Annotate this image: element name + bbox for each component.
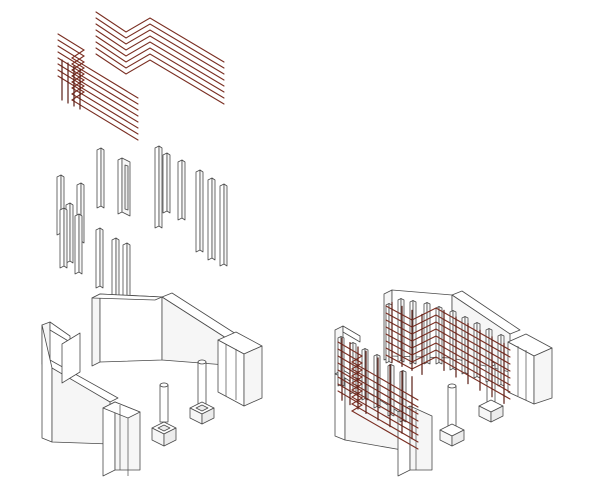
rebar-line — [95, 35, 225, 87]
rebar-line — [57, 57, 139, 123]
formwork-panel-side — [402, 370, 407, 423]
rebar-line — [385, 326, 511, 372]
rebar-line — [385, 354, 511, 400]
column-footing — [478, 361, 504, 423]
rebar-line — [57, 45, 139, 111]
formwork-panel — [385, 303, 390, 364]
formwork-panel — [177, 159, 186, 221]
formwork-panel — [373, 354, 378, 409]
formwork-panel — [162, 152, 171, 214]
rebar-line — [385, 312, 511, 358]
rebar-line — [95, 53, 225, 105]
rebar-line — [57, 63, 139, 129]
rebar-line — [385, 347, 511, 393]
rebar-line — [57, 69, 139, 135]
formwork-panel-side — [438, 306, 443, 365]
formwork-panel — [397, 298, 402, 363]
rebar-line — [57, 51, 139, 117]
formwork-panel-side — [390, 364, 395, 417]
formwork-panel — [449, 310, 454, 371]
concrete-structure-assembled — [334, 289, 553, 477]
rebar-line — [95, 41, 225, 93]
formwork-panel — [122, 242, 131, 304]
formwork-panel — [96, 147, 105, 209]
rebar-line — [95, 47, 225, 99]
formwork-panel — [111, 237, 120, 299]
formwork-panel — [59, 207, 68, 269]
formwork-panel — [207, 177, 216, 261]
formwork-panel — [74, 213, 83, 275]
formwork-panel — [154, 145, 163, 229]
column-footing — [151, 382, 177, 447]
formwork-panels-exploded — [56, 145, 228, 304]
rebar-line — [95, 23, 225, 75]
rebar-line — [57, 39, 139, 105]
formwork-panel — [195, 169, 204, 253]
rebar-line — [385, 319, 511, 365]
formwork-panel — [95, 227, 104, 289]
rebar-line — [57, 75, 139, 141]
rebar-line — [95, 17, 225, 69]
rebar-line — [95, 29, 225, 81]
rebar-line — [57, 33, 139, 99]
rebar-line — [95, 11, 225, 63]
rebar-line — [385, 305, 511, 351]
channel-section — [117, 157, 131, 217]
concrete-structure-left — [41, 292, 263, 477]
rebar-layer-assembled — [337, 301, 511, 450]
formwork-panel — [219, 183, 228, 267]
column-footing — [439, 383, 465, 447]
rebar-layer-exploded — [57, 11, 225, 141]
rebar-line — [385, 333, 511, 379]
rebar-line — [385, 340, 511, 386]
column-footing — [189, 359, 215, 425]
